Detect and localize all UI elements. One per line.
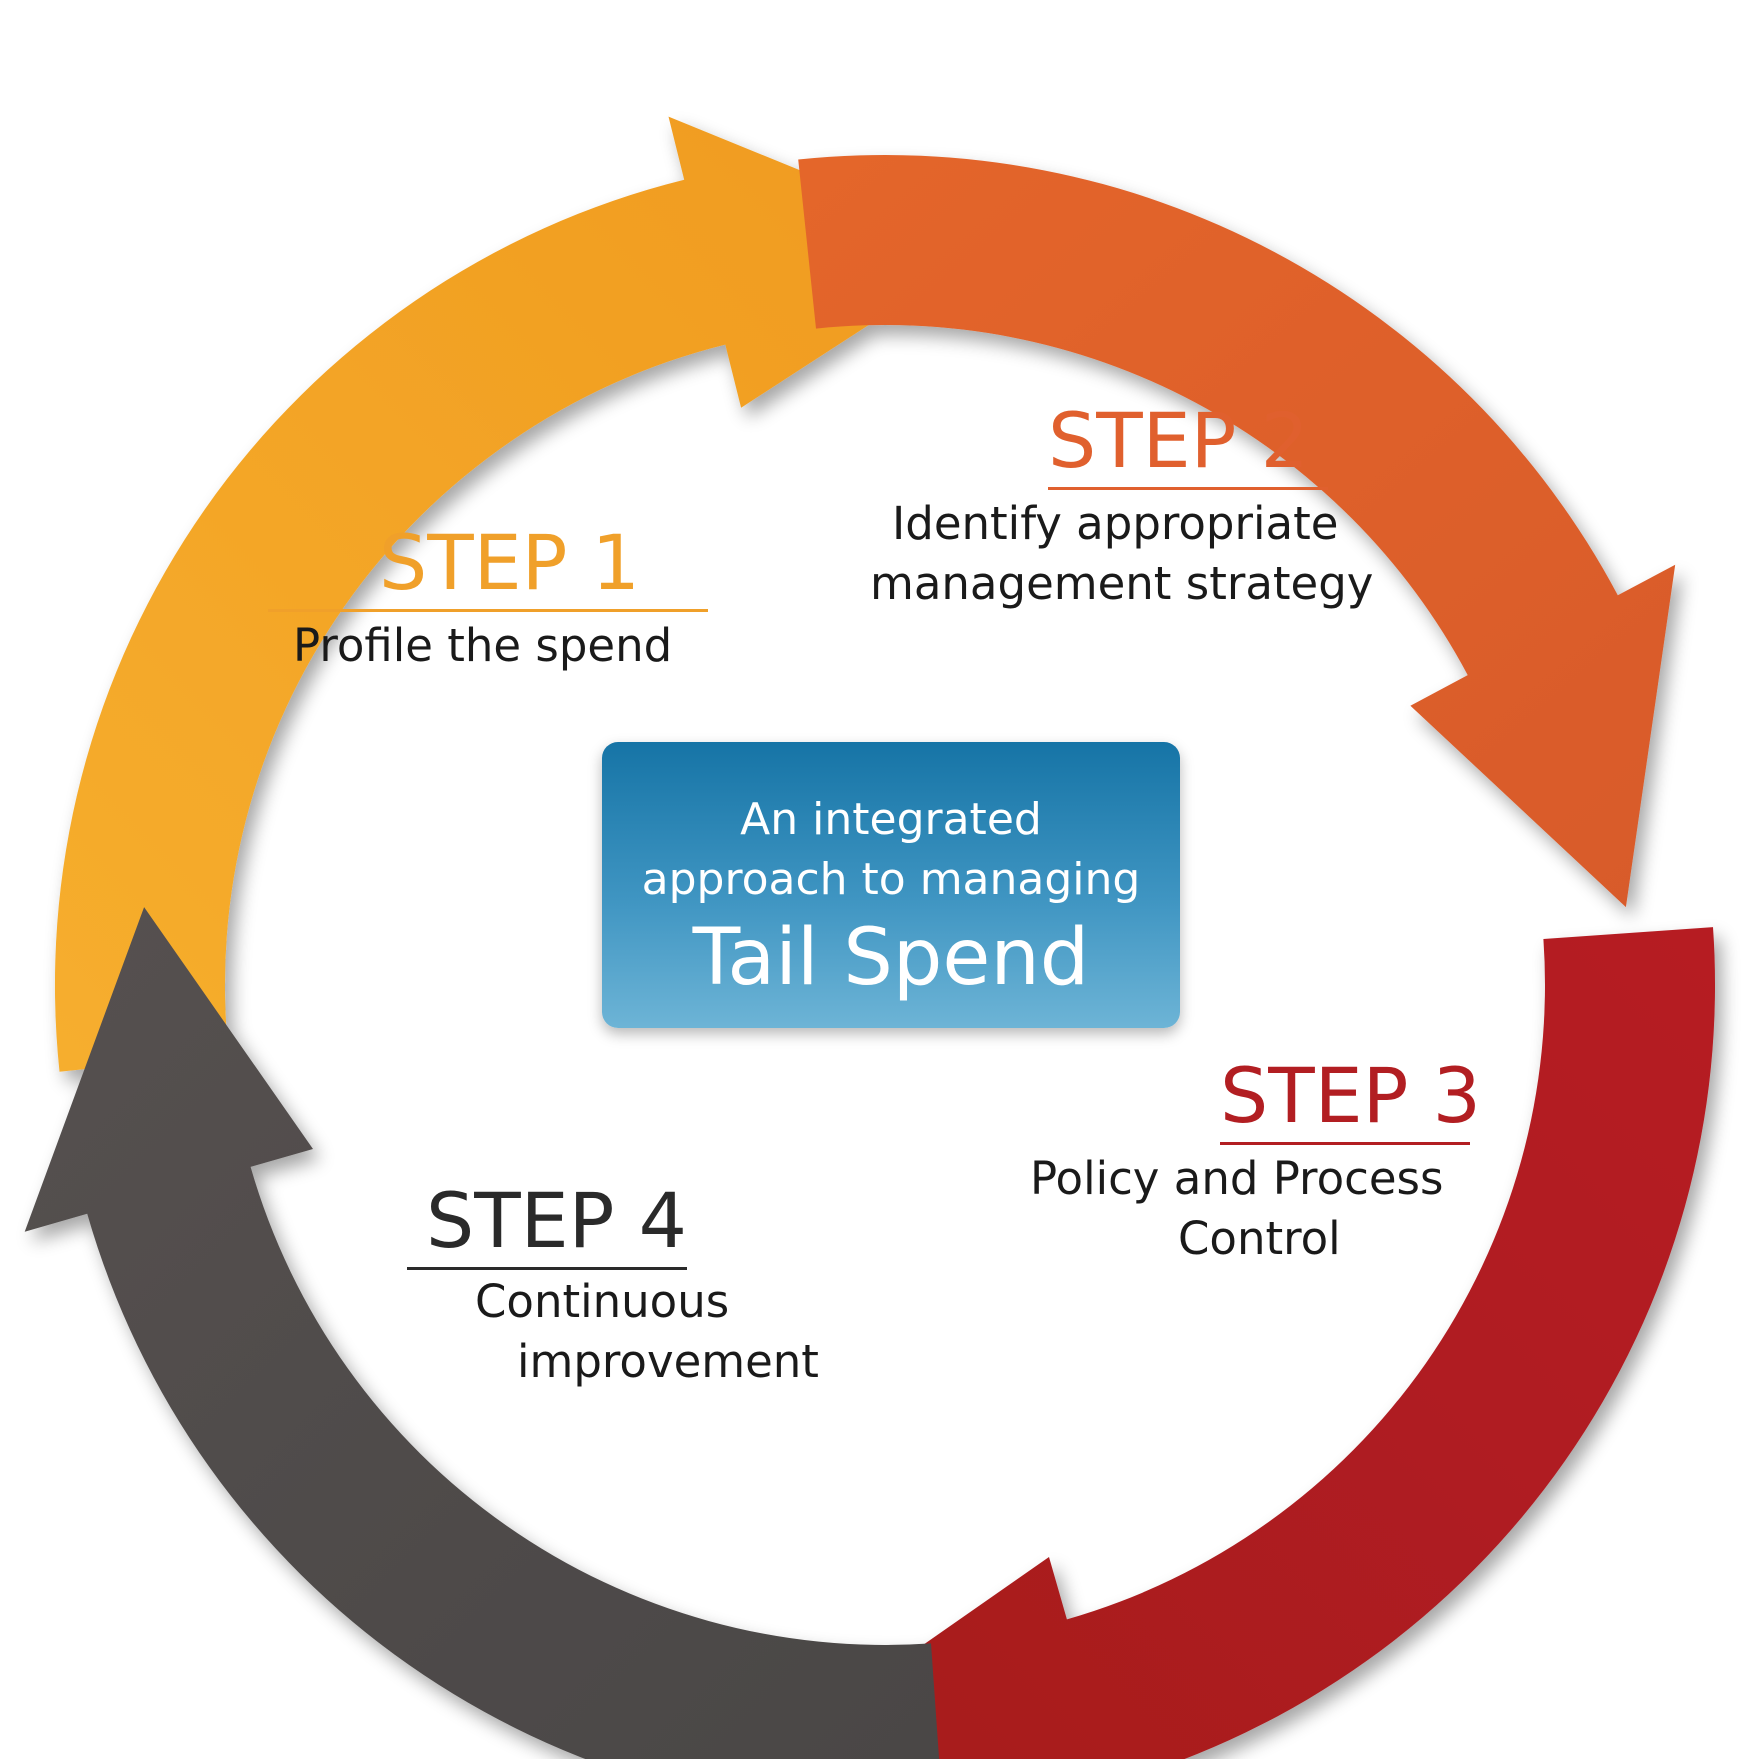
center-summary-box: An integrated approach to managing Tail … — [602, 742, 1180, 1028]
center-line-1: An integrated — [740, 794, 1042, 845]
step-3-line-2: Control — [1178, 1212, 1341, 1265]
step-1-description: Profile the spend — [268, 612, 708, 676]
step-4-description: Continuous improvement — [407, 1270, 827, 1392]
step-4-line-1: Continuous — [475, 1275, 730, 1328]
step-4-title: STEP 4 — [407, 1183, 687, 1270]
step-3-arrow — [807, 927, 1715, 1759]
step-2-line-1: Identify appropriate — [892, 497, 1339, 550]
step-1-title: STEP 1 — [268, 525, 708, 612]
step-2-title: STEP 2 — [1048, 403, 1328, 490]
step-2-arrow — [798, 154, 1676, 908]
step-3-label: STEP 3 Policy and Process Control — [1030, 1058, 1481, 1269]
center-line-2: approach to managing — [641, 854, 1141, 905]
step-4-arrow — [24, 907, 940, 1759]
center-title: Tail Spend — [692, 913, 1090, 1003]
step-1-label: STEP 1 Profile the spend — [268, 525, 708, 676]
step-1-line-1: Profile the spend — [293, 619, 673, 672]
step-2-label: STEP 2 Identify appropriate management s… — [870, 403, 1374, 614]
step-3-description: Policy and Process Control — [1030, 1145, 1480, 1269]
step-2-line-2: management strategy — [870, 557, 1374, 610]
step-3-title: STEP 3 — [1220, 1058, 1481, 1145]
step-2-description: Identify appropriate management strategy — [870, 490, 1374, 614]
step-3-line-1: Policy and Process — [1030, 1152, 1444, 1205]
step-1-arrow — [54, 116, 989, 1072]
step-4-line-2: improvement — [517, 1335, 819, 1388]
step-4-label: STEP 4 Continuous improvement — [407, 1183, 827, 1392]
